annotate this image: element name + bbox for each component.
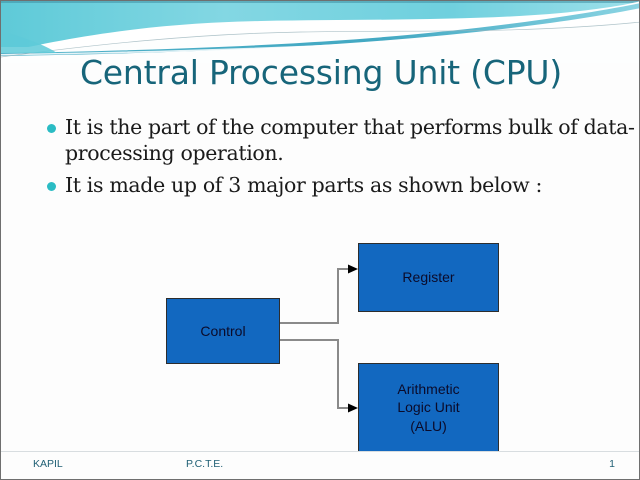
diagram-node-register[interactable]: Register bbox=[358, 243, 499, 312]
edge-control-to-alu bbox=[280, 339, 353, 409]
diagram-node-control[interactable]: Control bbox=[166, 298, 280, 364]
bullet-dot-icon bbox=[47, 124, 56, 133]
footer-page-number: 1 bbox=[609, 458, 615, 470]
header-top-rule bbox=[1, 1, 639, 3]
arrowhead-register bbox=[348, 264, 358, 274]
slide-footer: KAPIL P.C.T.E. 1 bbox=[1, 451, 639, 479]
bullet-list: It is the part of the computer that perf… bbox=[47, 114, 637, 205]
header-hairline bbox=[1, 21, 639, 58]
diagram-node-alu[interactable]: Arithmetic Logic Unit (ALU) bbox=[358, 363, 499, 452]
list-item: It is made up of 3 major parts as shown … bbox=[47, 172, 637, 198]
header-left-wedge bbox=[1, 31, 57, 53]
diagram-node-register-label: Register bbox=[402, 269, 455, 286]
footer-organization: P.C.T.E. bbox=[186, 458, 224, 470]
page-title: Central Processing Unit (CPU) bbox=[79, 53, 563, 92]
diagram-node-control-label: Control bbox=[200, 322, 246, 339]
edge-control-to-register bbox=[280, 268, 353, 324]
list-item-label: It is made up of 3 major parts as shown … bbox=[65, 173, 543, 198]
list-item-label: It is the part of the computer that perf… bbox=[65, 115, 635, 166]
bullet-dot-icon bbox=[47, 182, 56, 192]
arrowhead-alu bbox=[348, 403, 358, 413]
list-item: It is the part of the computer that perf… bbox=[47, 114, 637, 166]
header-wave-decoration bbox=[1, 1, 639, 63]
diagram-node-alu-label: Arithmetic Logic Unit (ALU) bbox=[397, 380, 460, 434]
footer-author: KAPIL bbox=[33, 458, 63, 470]
